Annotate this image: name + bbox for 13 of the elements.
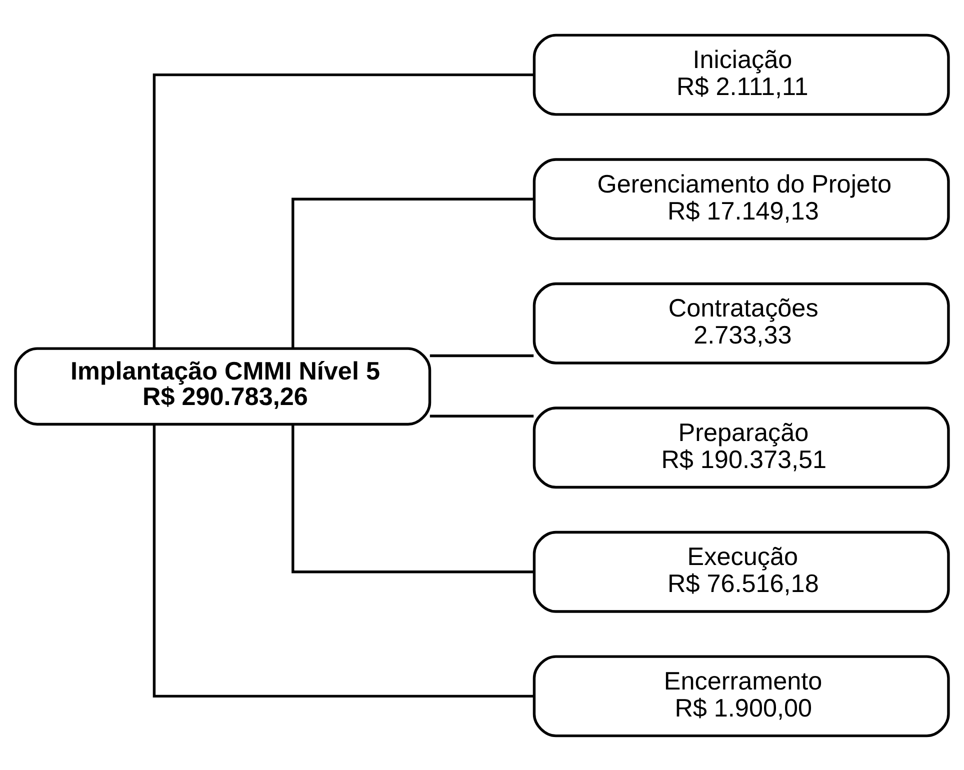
connector [292, 424, 534, 573]
node-box: Encerramento R$ 1.900,00 [532, 654, 950, 737]
node-box: Gerenciamento do Projeto R$ 17.149,13 [532, 158, 950, 240]
connector [430, 414, 534, 417]
node-box: Execução R$ 76.516,18 [532, 530, 950, 612]
node-box: Iniciação R$ 2.111,11 [532, 33, 950, 116]
connector [152, 72, 534, 348]
connector [430, 354, 534, 357]
node-box: Implantação CMMI Nível 5 R$ 290.783,26 [14, 346, 432, 426]
connector [292, 197, 534, 348]
node-box: Contratações 2.733,33 [532, 282, 950, 364]
connector [152, 424, 534, 698]
node-box: Preparação R$ 190.373,51 [532, 406, 950, 488]
